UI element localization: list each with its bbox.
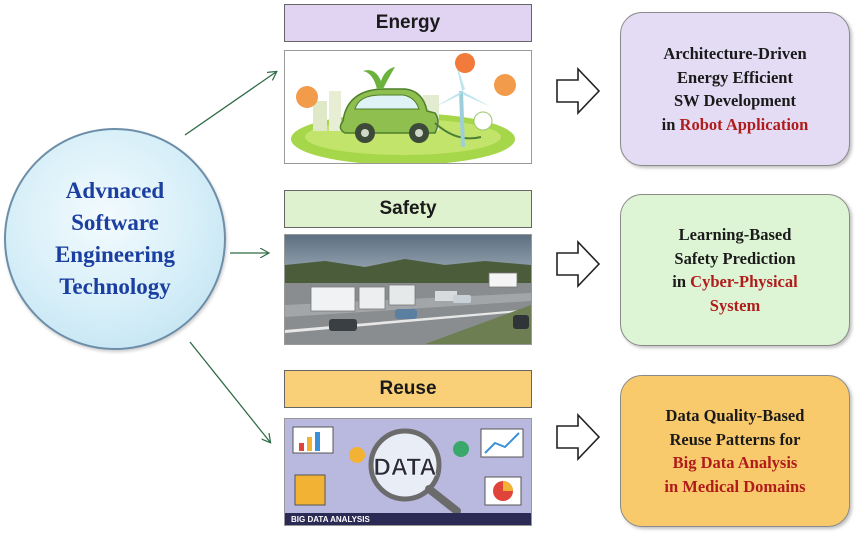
reuse-label: Reuse (284, 370, 532, 408)
block-arrow-energy (556, 67, 601, 115)
block-arrow-safety (556, 240, 601, 288)
reuse-result-line-1: Data Quality-Based (665, 406, 805, 425)
energy-result-line-2: Energy Efficient (677, 67, 793, 87)
reuse-image-caption: BIG DATA ANALYSIS (291, 515, 370, 524)
reuse-result-line-2: Reuse Patterns for (669, 429, 801, 449)
safety-result-prefix: in (672, 272, 691, 291)
reuse-result-highlight-1: Big Data Analysis (672, 453, 798, 472)
safety-result-highlight-2: System (709, 295, 761, 315)
reuse-result-box: Data Quality-Based Reuse Patterns for Bi… (620, 375, 850, 527)
reuse-image-word: DATA (373, 454, 436, 481)
reuse-result-highlight-2: in Medical Domains (664, 476, 806, 496)
center-line-3: Engineering (54, 242, 176, 267)
safety-result-highlight-1: Cyber-Physical (690, 272, 798, 291)
energy-result-line-1: Architecture-Driven (663, 44, 807, 63)
safety-result-line-1: Learning-Based (678, 225, 792, 244)
energy-result-line-4: in Robot Application (662, 113, 809, 137)
safety-label: Safety (284, 190, 532, 228)
energy-illustration (284, 50, 532, 164)
energy-result-line-3: SW Development (673, 91, 797, 110)
center-topic-title: Advnaced Software Engineering Technology (30, 175, 200, 303)
energy-result-highlight: Robot Application (679, 114, 809, 134)
center-topic-circle: Advnaced Software Engineering Technology (4, 128, 226, 350)
center-line-2: Software (71, 210, 159, 235)
safety-result-box: Learning-Based Safety Prediction in Cybe… (620, 194, 850, 346)
center-line-1: Advnaced (65, 178, 165, 203)
arrow-to-reuse (189, 341, 270, 442)
energy-result-box: Architecture-Driven Energy Efficient SW … (620, 12, 850, 166)
block-arrow-reuse (556, 413, 601, 461)
arrow-to-energy (184, 72, 276, 136)
reuse-illustration: DATA BIG DATA ANALYSIS (284, 418, 532, 526)
safety-result-line-2: Safety Prediction (674, 248, 796, 268)
safety-illustration (284, 234, 532, 345)
safety-result-line-3: in Cyber-Physical (672, 270, 797, 294)
energy-result-prefix: in (661, 114, 680, 134)
center-line-4: Technology (59, 274, 171, 299)
energy-label: Energy (284, 4, 532, 42)
